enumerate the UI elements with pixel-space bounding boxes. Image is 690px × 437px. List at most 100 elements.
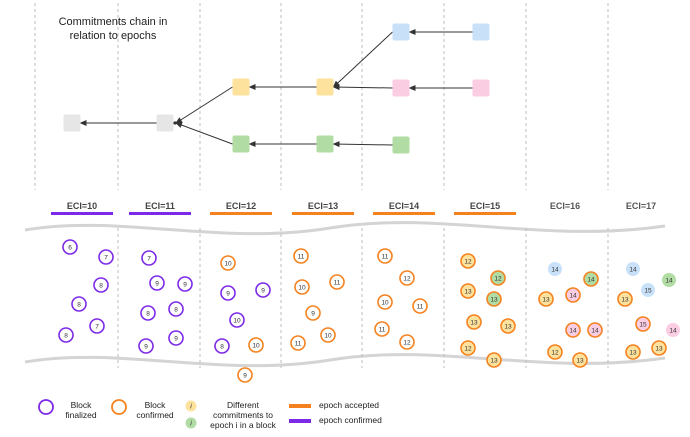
block-pending	[548, 262, 562, 276]
block-epoch-label: 14	[665, 278, 673, 285]
block-epoch-label: 13	[470, 320, 478, 327]
legend-finalized-label-1: Block	[71, 400, 93, 410]
block-finalized	[62, 239, 78, 255]
block-epoch-label: 13	[464, 289, 472, 296]
commitment-node-gray	[63, 114, 81, 132]
chain-edge	[332, 31, 393, 88]
block-finalized	[214, 338, 230, 354]
commitment-node-pink	[472, 79, 490, 97]
epoch-confirmed-bar	[51, 212, 113, 215]
block-confirmed	[490, 270, 506, 286]
block-finalized	[98, 249, 114, 265]
block-epoch-label: 11	[334, 280, 341, 287]
legend-accepted-bar	[289, 404, 311, 408]
epoch-confirmed-bar	[129, 212, 191, 215]
block-epoch-label: 14	[551, 267, 559, 274]
legend-i-yellow: i	[190, 404, 192, 411]
legend-i-green: i	[190, 421, 192, 428]
block-epoch-label: 6	[68, 245, 72, 252]
epoch-label: ECI=17	[626, 201, 656, 211]
epoch-accepted-bar	[292, 212, 354, 215]
block-finalized	[71, 296, 87, 312]
commitment-node-green	[316, 135, 334, 153]
block-epoch-label: 14	[629, 267, 637, 274]
epoch-label: ECI=14	[389, 201, 419, 211]
block-finalized	[220, 285, 236, 301]
block-epoch-label: 7	[95, 324, 99, 331]
epoch-label: ECI=16	[550, 201, 580, 211]
epoch-label: ECI=11	[145, 201, 175, 211]
block-pending	[626, 262, 640, 276]
block-pending	[641, 283, 655, 297]
block-epoch-label: 9	[261, 288, 265, 295]
legend-confirmed-label-2: confirmed	[136, 410, 174, 420]
block-epoch-label: 8	[146, 311, 150, 318]
legend-commitments-line-1: Different	[227, 400, 260, 410]
block-epoch-label: 9	[174, 336, 178, 343]
block-epoch-label: 14	[587, 277, 595, 284]
block-finalized	[255, 282, 271, 298]
block-confirmed	[377, 248, 393, 264]
block-epoch-label: 10	[233, 318, 241, 325]
block-epoch-label: 12	[494, 276, 502, 283]
block-pending	[662, 273, 676, 287]
block-confirmed	[486, 291, 502, 307]
block-confirmed	[412, 298, 428, 314]
block-finalized	[229, 312, 245, 328]
epoch-label: ECI=10	[67, 201, 97, 211]
commitment-node-blue	[392, 23, 410, 41]
block-epoch-label: 10	[381, 300, 389, 307]
block-confirmed	[377, 294, 393, 310]
block-epoch-label: 12	[464, 259, 472, 266]
block-finalized	[140, 305, 156, 321]
block-confirmed	[460, 283, 476, 299]
block-epoch-label: 13	[629, 350, 637, 357]
block-epoch-label: 10	[252, 343, 260, 350]
block-epoch-label: 12	[403, 276, 411, 283]
block-confirmed	[651, 340, 667, 356]
block-epoch-label: 14	[591, 328, 599, 335]
legend-commitment-green	[185, 417, 197, 429]
block-epoch-label: 12	[403, 340, 411, 347]
chain-edge	[175, 86, 233, 124]
block-finalized	[168, 330, 184, 346]
commitment-node-green	[392, 136, 410, 154]
block-confirmed	[587, 322, 603, 338]
block-epoch-label: 13	[655, 346, 663, 353]
block-confirmed	[565, 322, 581, 338]
legend-commitments-line-3: epoch i in a block	[210, 420, 276, 430]
block-epoch-label: 13	[621, 297, 629, 304]
block-confirmed	[320, 327, 336, 343]
block-epoch-label: 9	[243, 373, 247, 380]
epoch-label: ECI=15	[470, 201, 500, 211]
block-epoch-label: 8	[64, 333, 68, 340]
block-confirmed	[486, 352, 502, 368]
block-confirmed	[220, 255, 236, 271]
block-finalized	[58, 327, 74, 343]
block-confirmed	[374, 321, 390, 337]
block-epoch-label: 10	[298, 285, 306, 292]
block-epoch-label: 13	[542, 297, 550, 304]
epoch-accepted-bar	[373, 212, 435, 215]
commitment-chain-edges	[79, 29, 473, 148]
block-epoch-label: 13	[504, 324, 512, 331]
commitment-node-yellow	[232, 78, 250, 96]
epoch-label: ECI=13	[308, 201, 338, 211]
block-epoch-label: 15	[639, 322, 647, 329]
block-epoch-label: 11	[382, 254, 389, 261]
chain-fork-dot	[173, 121, 177, 125]
block-confirmed	[583, 271, 599, 287]
block-confirmed	[635, 316, 651, 332]
chain-edge	[175, 122, 233, 145]
block-finalized	[149, 275, 165, 291]
block-finalized	[89, 318, 105, 334]
block-epoch-label: 10	[324, 333, 332, 340]
block-finalized	[168, 301, 184, 317]
block-epoch-label: 10	[224, 261, 232, 268]
block-confirmed	[399, 334, 415, 350]
block-confirmed	[329, 274, 345, 290]
block-epoch-label: 8	[99, 283, 103, 290]
legend-confirmed-circle	[111, 399, 127, 415]
commitment-node-yellow	[316, 78, 334, 96]
